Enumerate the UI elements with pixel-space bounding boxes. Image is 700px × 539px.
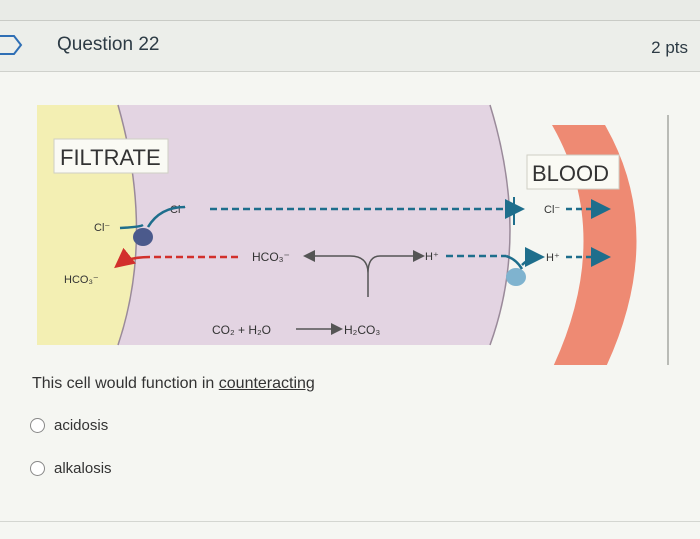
h-cell-label: H⁺ [425, 251, 439, 263]
blood-label: BLOOD [532, 161, 609, 186]
question-prompt: This cell would function in counteractin… [32, 375, 315, 393]
co2-h2o-label: CO₂ + H₂O [212, 323, 271, 337]
radio-button[interactable] [30, 418, 45, 433]
answer-option-alkalosis[interactable]: alkalosis [30, 460, 112, 477]
hco3-filtrate-label: HCO₃⁻ [64, 274, 99, 286]
radio-button[interactable] [30, 461, 45, 476]
diagram-svg: FILTRATE BLOOD Cl⁻ Cl⁻ HCO₃⁻ HCO₃⁻ H⁺ CO… [0, 85, 700, 365]
divider [0, 521, 700, 522]
question-points: 2 pts [651, 38, 688, 58]
cell-region [118, 105, 510, 345]
h-blood-path [522, 257, 540, 265]
cl-left-label: Cl⁻ [94, 222, 110, 234]
h-pump [506, 268, 526, 286]
h2co3-label: H₂CO₃ [344, 323, 380, 337]
kidney-cell-diagram: FILTRATE BLOOD Cl⁻ Cl⁻ HCO₃⁻ HCO₃⁻ H⁺ CO… [0, 85, 700, 365]
answer-option-acidosis[interactable]: acidosis [30, 417, 108, 434]
answer-label: alkalosis [54, 460, 112, 477]
prompt-text: This cell would function in [32, 375, 219, 392]
flag-icon[interactable] [0, 34, 24, 56]
question-title: Question 22 [57, 34, 159, 56]
prompt-term: counteracting [219, 375, 315, 392]
hco3-cell-label: HCO₃⁻ [252, 250, 290, 264]
answer-label: acidosis [54, 417, 108, 434]
filtrate-label: FILTRATE [60, 145, 161, 170]
cl-blood-label: Cl⁻ [544, 204, 560, 216]
question-card: Question 22 2 pts [0, 20, 700, 539]
h-blood-label: H⁺ [546, 252, 560, 264]
question-header: Question 22 2 pts [0, 21, 700, 72]
cl-channel [133, 228, 153, 246]
